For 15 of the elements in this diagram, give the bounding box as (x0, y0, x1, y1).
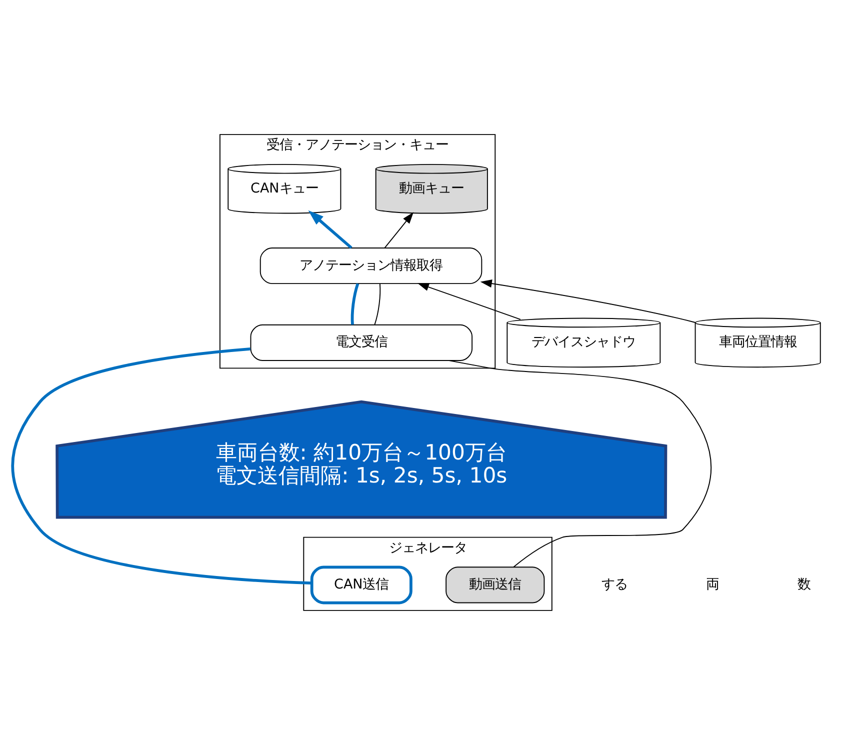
node-box: CAN送信 (310, 566, 412, 604)
arrow (308, 210, 352, 249)
connector (374, 283, 381, 326)
arrow (480, 280, 696, 323)
connector (448, 360, 712, 568)
node-box: 電文受信 (250, 324, 473, 361)
arrow (417, 283, 521, 320)
label: 数 (798, 576, 811, 593)
label: する (601, 576, 628, 593)
node-box: アノテーション情報取得 (260, 247, 482, 284)
connector (350, 283, 360, 325)
arrow (384, 212, 414, 248)
connector (11, 348, 312, 585)
label: 両 (706, 576, 720, 593)
node-box: 動画送信 (446, 566, 545, 604)
